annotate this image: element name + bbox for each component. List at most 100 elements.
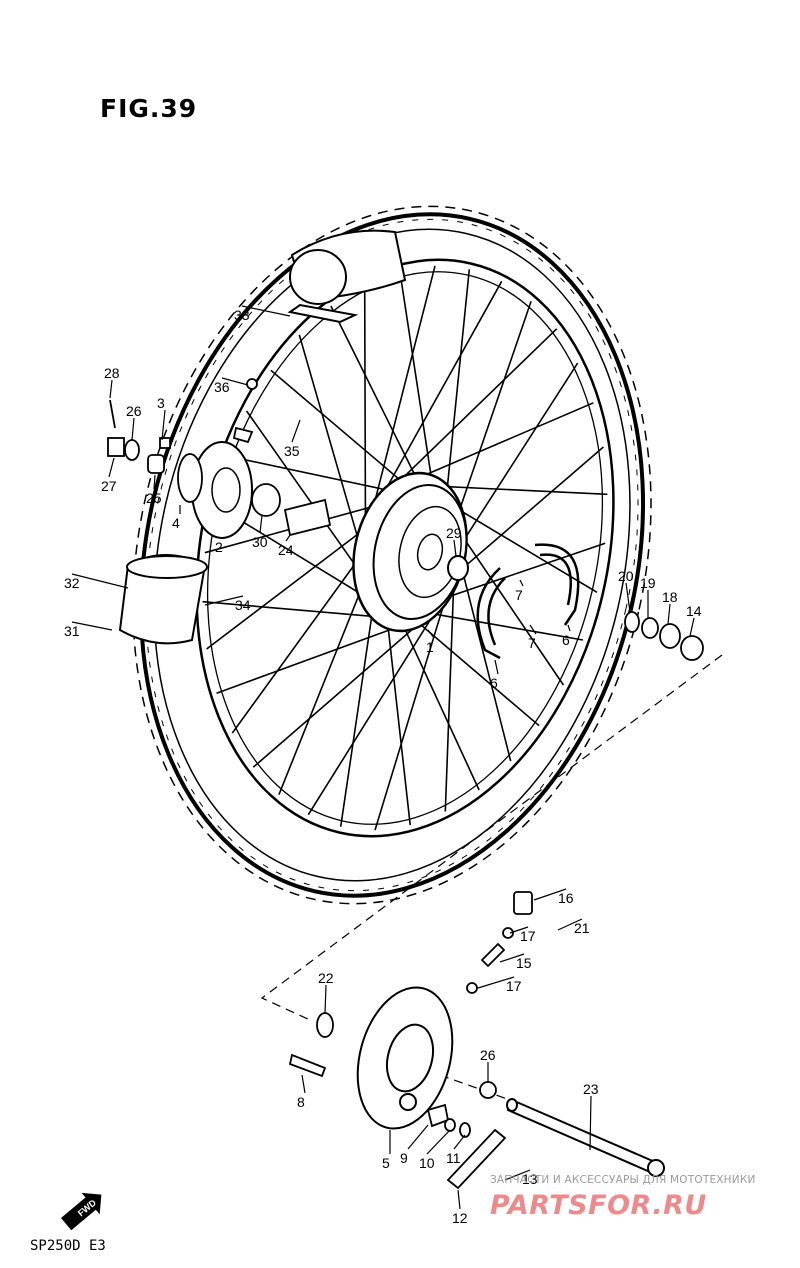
- tire: [132, 205, 652, 905]
- callout-number: 16: [558, 890, 574, 906]
- brake-disc-2: [177, 441, 253, 539]
- spoke: [379, 280, 503, 500]
- spoke: [454, 362, 579, 555]
- leader-line: [324, 984, 327, 1014]
- callout-number: 6: [562, 632, 570, 648]
- callout-number: 32: [64, 575, 80, 591]
- rim-band-33: [287, 229, 407, 324]
- leader-line: [285, 534, 291, 542]
- spoke: [231, 549, 366, 734]
- spoke: [270, 369, 404, 484]
- leader-line: [529, 624, 537, 635]
- callout-number: 17: [520, 928, 536, 944]
- spoke: [392, 328, 558, 488]
- spoke: [451, 446, 604, 579]
- leader-line: [131, 417, 135, 441]
- leader-line: [221, 377, 249, 386]
- callout-number: 21: [574, 920, 590, 936]
- leader-line: [204, 595, 244, 606]
- callout-number: 31: [64, 623, 80, 639]
- callout-number: 23: [583, 1081, 599, 1097]
- spoke: [245, 410, 373, 590]
- leader-line: [504, 1169, 531, 1181]
- spoke: [298, 334, 367, 567]
- leader-line: [453, 1134, 466, 1150]
- callout-number: 2: [215, 539, 223, 555]
- leader-line: [259, 514, 263, 534]
- spoke: [363, 284, 367, 542]
- leader-line: [426, 1129, 451, 1155]
- watermark-tagline: ЗАПЧАСТИ И АКСЕССУАРЫ ДЛЯ МОТОТЕХНИКИ: [490, 1174, 756, 1186]
- spoke: [226, 455, 389, 492]
- spoke: [431, 612, 584, 641]
- callout-number: 17: [506, 978, 522, 994]
- leader-line: [407, 1124, 429, 1150]
- axle-23: [506, 1098, 665, 1177]
- spoke: [216, 621, 412, 694]
- leader-line: [161, 409, 166, 441]
- leader-line: [567, 624, 571, 632]
- callout-number: 19: [640, 575, 656, 591]
- spoke: [252, 616, 428, 768]
- callout-number: 5: [382, 1155, 390, 1171]
- leader-line: [667, 603, 671, 625]
- callout-number: 20: [618, 568, 634, 584]
- callout-number: 25: [146, 490, 162, 506]
- spokes: [202, 265, 608, 831]
- callout-number: 7: [515, 587, 523, 603]
- callout-number: 11: [446, 1150, 461, 1166]
- leader-line: [153, 474, 156, 490]
- leader-line: [519, 579, 524, 587]
- spoke: [444, 562, 456, 812]
- callout-number: 24: [278, 542, 294, 558]
- leader-line: [509, 926, 529, 934]
- callout-number: 8: [297, 1094, 305, 1110]
- spoke: [330, 305, 420, 484]
- model-code: SP250D E3: [30, 1238, 106, 1254]
- small-parts-lower: [288, 891, 533, 1190]
- callout-number: 27: [101, 478, 117, 494]
- callout-number: 15: [516, 955, 532, 971]
- leader-line: [301, 1074, 306, 1094]
- small-parts-right: [624, 611, 704, 661]
- spoke: [451, 301, 532, 531]
- brake-panel-5: [356, 986, 454, 1130]
- callout-number: 30: [252, 534, 268, 550]
- leader-line: [427, 629, 435, 639]
- leader-line: [494, 659, 499, 675]
- leader-line: [589, 1095, 592, 1151]
- spoke: [202, 600, 396, 620]
- brake-shoes-6: [476, 543, 580, 660]
- callout-number: 22: [318, 970, 334, 986]
- hub: [352, 471, 469, 633]
- callout-number: 35: [284, 443, 300, 459]
- spoke: [385, 611, 411, 826]
- callout-number: 13: [522, 1171, 538, 1187]
- callout-number: 28: [104, 365, 120, 381]
- callout-number: 26: [480, 1047, 496, 1063]
- assembly-lines: [260, 654, 723, 1101]
- callout-number: 4: [172, 515, 180, 531]
- callout-number: 6: [490, 675, 498, 691]
- leader-line: [291, 419, 301, 443]
- leader-line: [109, 379, 113, 399]
- leader-line: [625, 582, 631, 613]
- leader-line: [477, 976, 515, 989]
- callout-number: 10: [419, 1155, 435, 1171]
- spoke: [374, 585, 451, 831]
- callout-number: 1: [426, 639, 434, 655]
- spoke: [408, 402, 594, 483]
- spoke: [424, 484, 608, 496]
- callout-number: 3: [157, 395, 165, 411]
- leader-line: [457, 1189, 461, 1210]
- callout-number: 7: [528, 635, 536, 651]
- spoke: [307, 603, 441, 816]
- spoke: [400, 620, 480, 791]
- leader-line: [71, 621, 113, 631]
- spoke: [369, 265, 436, 519]
- watermark-logo: PARTSFOR.RU: [490, 1190, 707, 1221]
- leader-line: [71, 573, 129, 589]
- spoke: [416, 620, 540, 727]
